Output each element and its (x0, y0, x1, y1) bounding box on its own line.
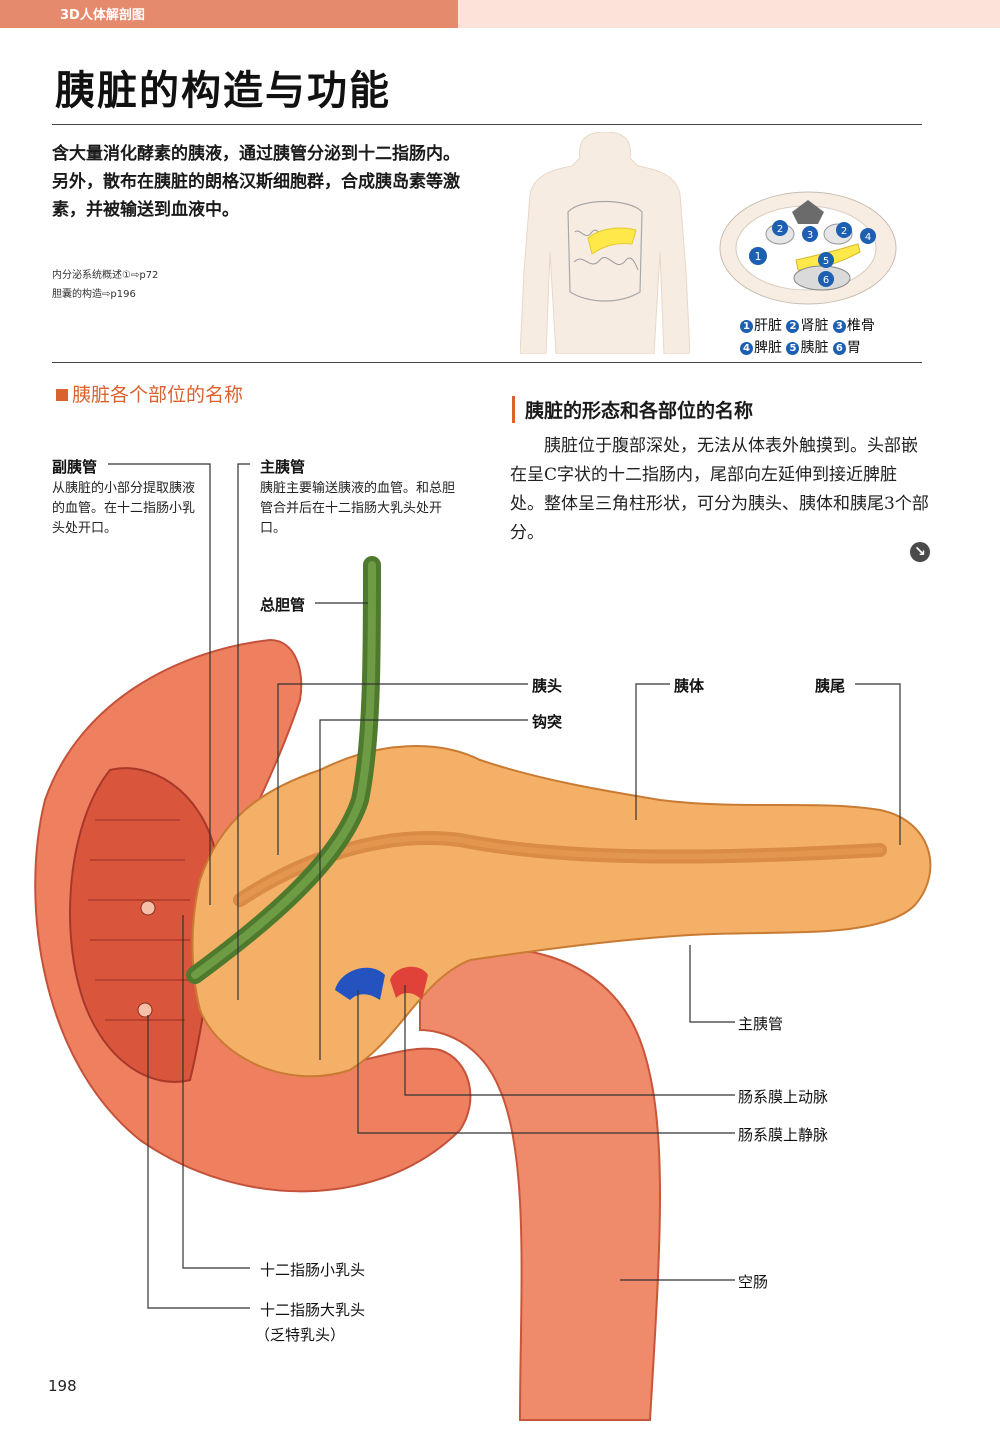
section-label: 3D人体解剖图 (60, 8, 145, 23)
label-sma: 肠系膜上动脉 (738, 1088, 829, 1106)
legend-num: 2 (786, 320, 800, 333)
legend-text: 椎骨 (846, 318, 875, 334)
main-duct-desc: 胰脏主要输送胰液的血管。和总胆管合并后在十二指肠大乳头处开口。 (260, 481, 456, 536)
legend-text: 胰脏 (800, 340, 829, 356)
label-pancreas-body: 胰体 (674, 677, 705, 695)
intro-line-2: 另外，散布在胰脏的朗格汉斯细胞群，合成胰岛素等激素，并被输送到血液中。 (52, 172, 460, 220)
legend-num: 3 (832, 320, 846, 333)
label-minor-papilla: 十二指肠小乳头 (260, 1261, 366, 1279)
torso-figure (520, 132, 690, 354)
section-rule (52, 362, 922, 363)
description-paragraph: 胰脏位于腹部深处，无法从体表外触摸到。头部嵌在呈C字状的十二指肠内，尾部向左延伸… (510, 436, 929, 543)
legend-num: 4 (740, 342, 753, 355)
svg-text:5: 5 (823, 256, 829, 267)
section-heading: 胰脏各个部位的名称 (56, 380, 243, 407)
label-pancreas-tail: 胰尾 (815, 677, 846, 695)
title-rule (52, 124, 922, 125)
next-page-arrow-icon[interactable]: ↘ (910, 542, 930, 562)
sub-heading: 胰脏的形态和各部位的名称 (512, 396, 753, 423)
svg-text:2: 2 (777, 224, 783, 235)
label-main-duct: 主胰管 (738, 1015, 784, 1033)
legend-text: 脾脏 (754, 340, 782, 356)
svg-text:2: 2 (841, 226, 847, 237)
accessory-duct-title: 副胰管 (52, 458, 98, 476)
cross-ref-1[interactable]: 内分泌系统概述①⇨p72 (52, 270, 159, 281)
label-smv: 肠系膜上静脉 (738, 1126, 829, 1144)
label-jejunum: 空肠 (738, 1273, 769, 1291)
legend-num: 5 (786, 342, 800, 355)
svg-text:4: 4 (865, 232, 871, 243)
label-major-papilla: 十二指肠大乳头 (260, 1301, 366, 1319)
svg-text:3: 3 (807, 230, 813, 241)
cross-section-figure: 1 2 2 3 4 5 6 (719, 191, 897, 305)
legend-num: 6 (832, 342, 846, 355)
intro-text: 含大量消化酵素的胰液，通过胰管分泌到十二指肠内。 另外，散布在胰脏的朗格汉斯细胞… (52, 140, 482, 224)
label-pancreas-head: 胰头 (532, 677, 563, 695)
accessory-duct-desc: 从胰脏的小部分提取胰液的血管。在十二指肠小乳头处开口。 (52, 481, 196, 536)
heading-square-icon (56, 389, 68, 401)
cross-ref-2[interactable]: 胆囊的构造⇨p196 (52, 289, 136, 300)
legend-text: 胃 (846, 340, 861, 356)
section-heading-text: 胰脏各个部位的名称 (72, 384, 244, 406)
label-common-bile-duct: 总胆管 (260, 596, 306, 614)
header-bar-tint (458, 0, 1000, 28)
page-title: 胰脏的构造与功能 (55, 68, 391, 114)
svg-text:6: 6 (823, 275, 829, 286)
svg-text:1: 1 (755, 250, 762, 263)
legend-num: 1 (740, 320, 753, 333)
main-duct-title: 主胰管 (260, 458, 306, 476)
legend-text: 肾脏 (800, 318, 829, 334)
label-major-papilla-note: （乏特乳头） (255, 1326, 346, 1344)
page-number: 198 (48, 1377, 77, 1395)
header-bar (0, 0, 458, 28)
intro-line-1: 含大量消化酵素的胰液，通过胰管分泌到十二指肠内。 (52, 144, 460, 164)
legend-text: 肝脏 (754, 318, 782, 334)
label-uncinate: 钩突 (532, 713, 563, 731)
